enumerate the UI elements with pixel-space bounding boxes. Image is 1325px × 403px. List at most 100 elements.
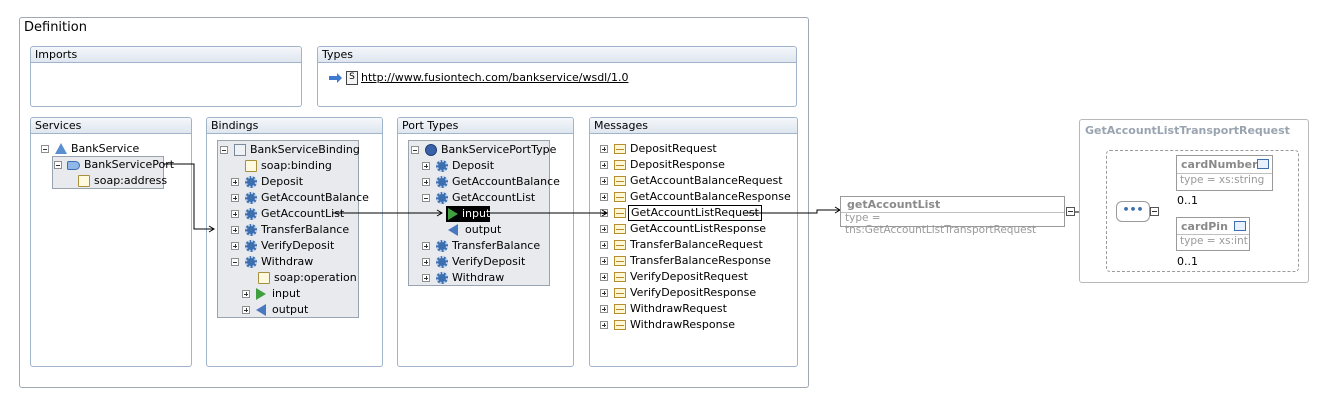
element-occurs: 0..1 <box>1177 255 1198 268</box>
envelope-icon <box>614 304 626 314</box>
expand-icon[interactable] <box>422 258 430 266</box>
expand-icon[interactable] <box>600 273 608 281</box>
expand-icon[interactable] <box>422 274 430 282</box>
schema-icon: S <box>346 71 358 85</box>
expand-icon[interactable] <box>242 306 250 314</box>
expand-icon[interactable] <box>600 161 608 169</box>
service-port-row[interactable]: BankServicePort <box>54 157 174 173</box>
operation-icon <box>245 176 257 188</box>
arrow-right-icon <box>329 73 343 83</box>
soap-address-icon <box>78 175 90 187</box>
element-divider <box>1177 173 1272 174</box>
expand-icon[interactable] <box>231 178 239 186</box>
envelope-icon <box>614 208 626 218</box>
port-types-title: Port Types <box>398 118 573 134</box>
element-cardnumber[interactable]: cardNumber type = xs:string <box>1176 155 1273 191</box>
expand-icon[interactable] <box>600 305 608 313</box>
operation-icon <box>436 240 448 252</box>
operation-icon <box>245 208 257 220</box>
imports-panel[interactable]: Imports <box>30 46 302 107</box>
binding-icon <box>234 144 246 156</box>
element-occurs: 0..1 <box>1177 194 1198 207</box>
collapse-icon[interactable] <box>411 146 419 154</box>
collapse-icon[interactable] <box>231 258 239 266</box>
expand-icon[interactable] <box>231 210 239 218</box>
schema-type-title: GetAccountListTransportRequest <box>1085 124 1290 137</box>
input-icon <box>256 288 266 300</box>
part-divider <box>841 212 1064 213</box>
output-icon <box>256 304 266 316</box>
types-link[interactable]: http://www.fusiontech.com/bankservice/ws… <box>361 71 629 84</box>
expand-icon[interactable] <box>422 162 430 170</box>
expand-icon[interactable] <box>600 321 608 329</box>
part-collapse-icon[interactable] <box>1066 207 1075 216</box>
definition-title: Definition <box>24 20 87 35</box>
service-port-box[interactable]: BankServicePort soap:address <box>52 156 174 189</box>
element-divider <box>1177 234 1249 235</box>
messages-title: Messages <box>590 118 797 134</box>
message-part-connector <box>744 209 840 214</box>
envelope-icon <box>614 144 626 154</box>
part-box[interactable]: getAccountList type = tns:GetAccountList… <box>840 196 1065 236</box>
part-name: getAccountList <box>847 198 941 211</box>
schema-type-panel[interactable]: GetAccountListTransportRequest <box>1079 119 1309 283</box>
element-type: type = xs:string <box>1180 174 1265 186</box>
part-type: type = tns:GetAccountListTransportReques… <box>845 212 1037 236</box>
envelope-icon <box>614 320 626 330</box>
messages-panel[interactable]: Messages DepositRequest DepositResponse … <box>589 117 798 367</box>
collapse-icon[interactable] <box>41 145 49 153</box>
expand-icon[interactable] <box>600 289 608 297</box>
envelope-icon <box>614 272 626 282</box>
expand-icon[interactable] <box>231 226 239 234</box>
envelope-icon <box>614 288 626 298</box>
soap-operation-icon <box>258 272 270 284</box>
envelope-icon <box>614 224 626 234</box>
operation-icon <box>245 224 257 236</box>
expand-icon[interactable] <box>600 225 608 233</box>
input-icon <box>448 208 458 220</box>
services-panel[interactable]: Services BankService BankServicePort soa… <box>30 117 192 367</box>
expand-icon[interactable] <box>600 257 608 265</box>
bindings-panel[interactable]: Bindings BankServiceBinding soap:binding… <box>206 117 383 367</box>
port-type-icon <box>425 144 437 156</box>
envelope-icon <box>614 176 626 186</box>
sequence-collapse-icon[interactable] <box>1150 207 1159 216</box>
element-cardpin[interactable]: cardPin type = xs:int <box>1176 217 1250 251</box>
sequence-icon[interactable]: ••• <box>1116 201 1150 222</box>
types-panel[interactable]: Types S http://www.fusiontech.com/bankse… <box>317 46 797 107</box>
operation-icon <box>245 192 257 204</box>
expand-icon[interactable] <box>422 178 430 186</box>
bindings-title: Bindings <box>207 118 382 134</box>
collapse-icon[interactable] <box>422 194 430 202</box>
operation-icon <box>245 240 257 252</box>
service-row[interactable]: BankService <box>41 141 181 157</box>
envelope-icon <box>614 160 626 170</box>
operation-icon <box>436 176 448 188</box>
expand-icon[interactable] <box>242 290 250 298</box>
arrow-head <box>436 209 443 217</box>
expand-icon[interactable] <box>231 242 239 250</box>
service-icon <box>55 143 67 154</box>
expand-icon[interactable] <box>600 145 608 153</box>
types-title: Types <box>318 47 796 63</box>
services-title: Services <box>31 118 191 134</box>
binding-tree[interactable]: BankServiceBinding soap:binding Deposit … <box>217 140 369 318</box>
port-binding-connector <box>163 163 214 230</box>
operation-icon <box>436 192 448 204</box>
imports-title: Imports <box>31 47 301 63</box>
collapse-icon[interactable] <box>220 146 228 154</box>
expand-icon[interactable] <box>600 177 608 185</box>
expand-icon[interactable] <box>231 194 239 202</box>
element-doc-icon <box>1234 221 1246 231</box>
element-type: type = xs:int <box>1180 235 1248 247</box>
expand-icon[interactable] <box>600 241 608 249</box>
expand-icon[interactable] <box>600 193 608 201</box>
expand-icon[interactable] <box>422 242 430 250</box>
schema-sequence-box <box>1106 150 1299 272</box>
soap-address-row[interactable]: soap:address <box>78 173 167 189</box>
arrow-head <box>601 209 608 217</box>
arrow-head <box>208 225 215 233</box>
collapse-icon[interactable] <box>54 161 62 169</box>
envelope-icon <box>614 256 626 266</box>
operation-icon <box>436 256 448 268</box>
